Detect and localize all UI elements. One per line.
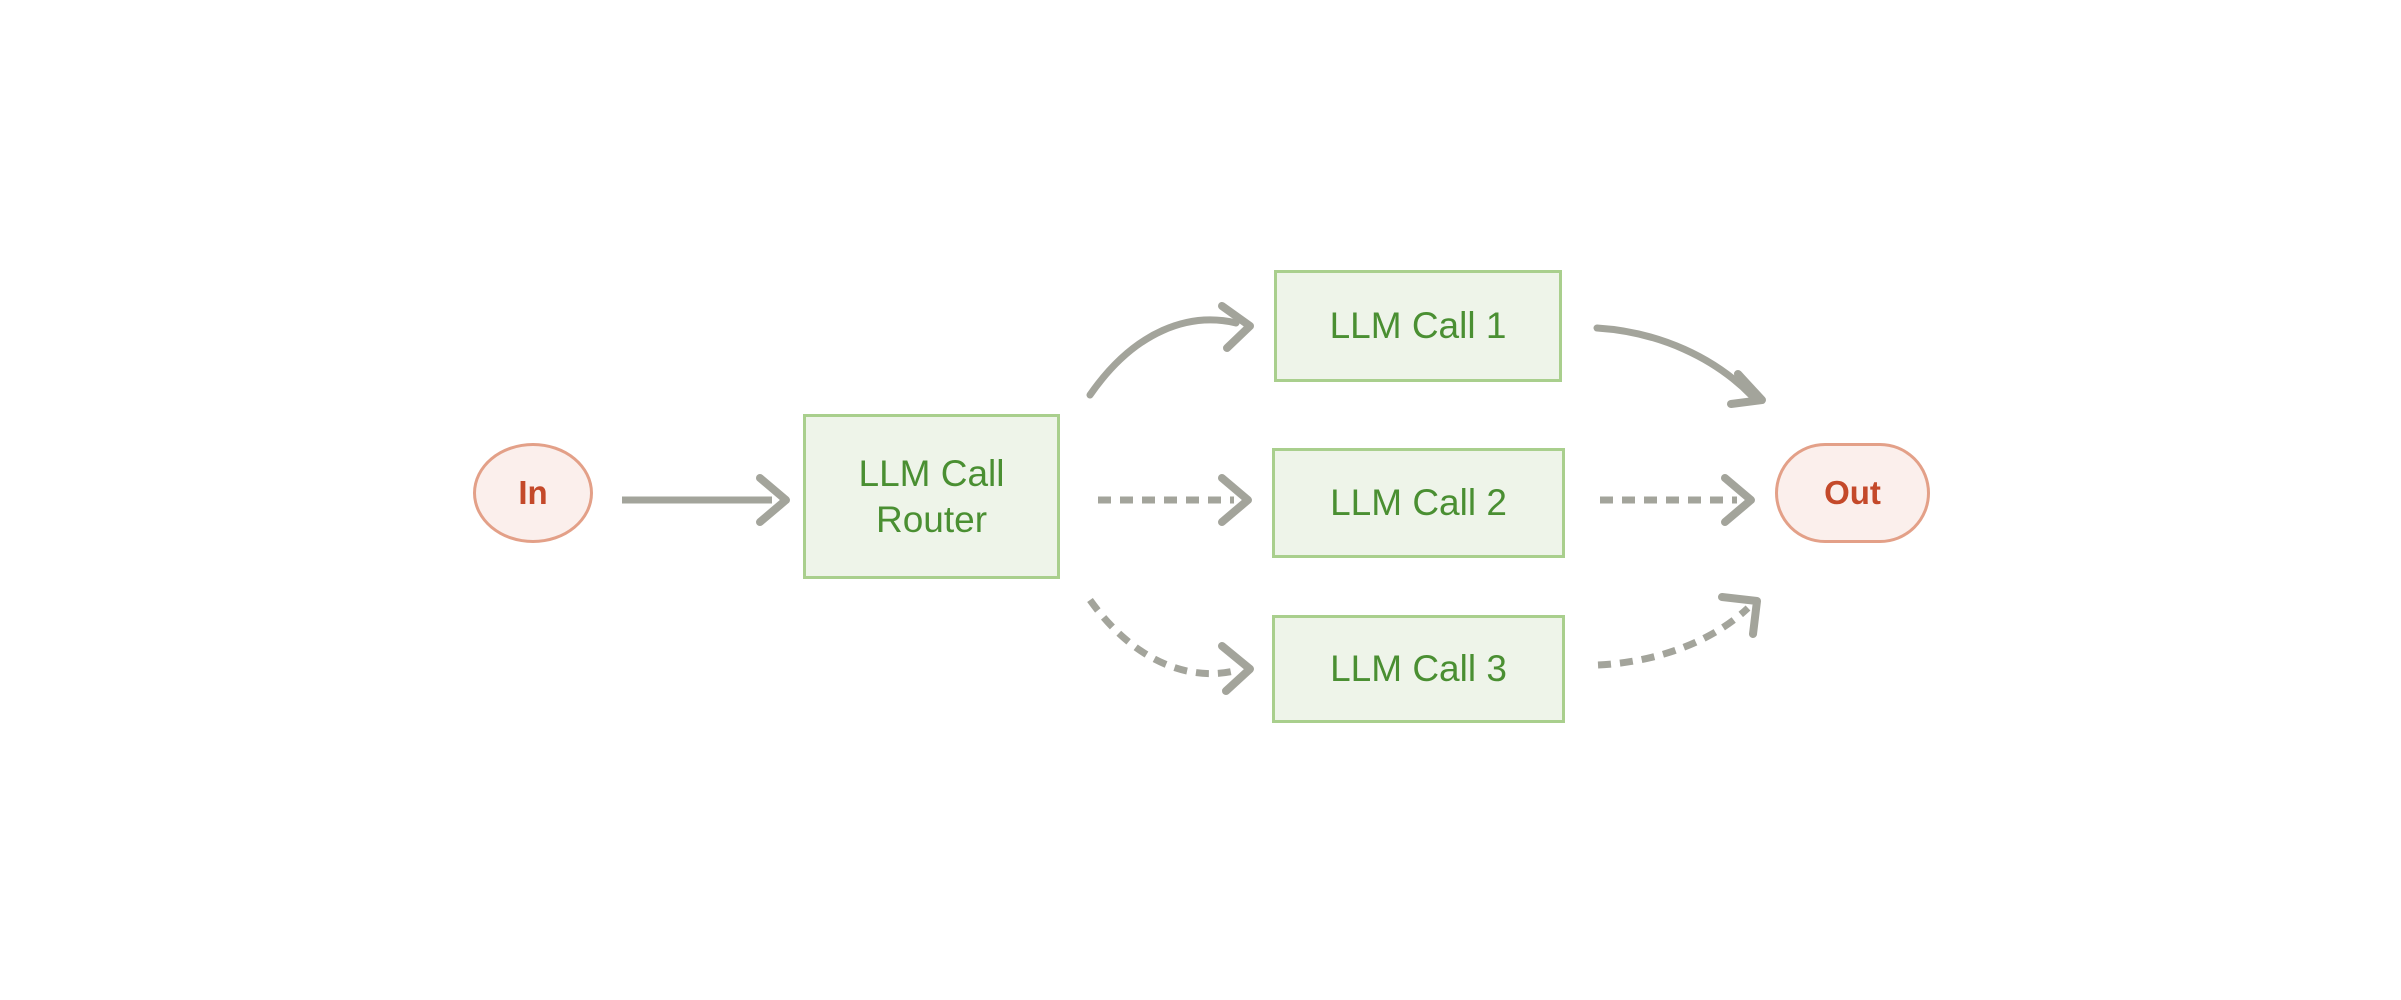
edge-in-to-router bbox=[622, 474, 790, 526]
arrowhead-icon bbox=[756, 474, 790, 526]
node-out[interactable]: Out bbox=[1775, 443, 1930, 543]
edge-call2-to-out bbox=[1600, 474, 1755, 526]
edge-call1-to-out bbox=[1593, 324, 1766, 408]
node-in[interactable]: In bbox=[473, 443, 593, 543]
arrowhead-icon bbox=[1218, 474, 1252, 526]
edge-router-to-call1 bbox=[1086, 302, 1254, 399]
arrowhead-icon bbox=[1721, 474, 1755, 526]
node-llm-call-2[interactable]: LLM Call 2 bbox=[1272, 448, 1565, 558]
edge-call3-to-out bbox=[1597, 593, 1761, 669]
edge-router-to-call2 bbox=[1098, 474, 1252, 526]
edge-router-to-call3 bbox=[1087, 597, 1254, 695]
arrowhead-icon bbox=[1218, 302, 1254, 352]
node-llm-call-3[interactable]: LLM Call 3 bbox=[1272, 615, 1565, 723]
node-llm-call-1[interactable]: LLM Call 1 bbox=[1274, 270, 1562, 382]
node-llm-call-router[interactable]: LLM Call Router bbox=[803, 414, 1060, 579]
arrowhead-icon bbox=[1218, 642, 1254, 695]
arrowhead-icon bbox=[1727, 370, 1766, 408]
arrowhead-icon bbox=[1718, 593, 1761, 638]
